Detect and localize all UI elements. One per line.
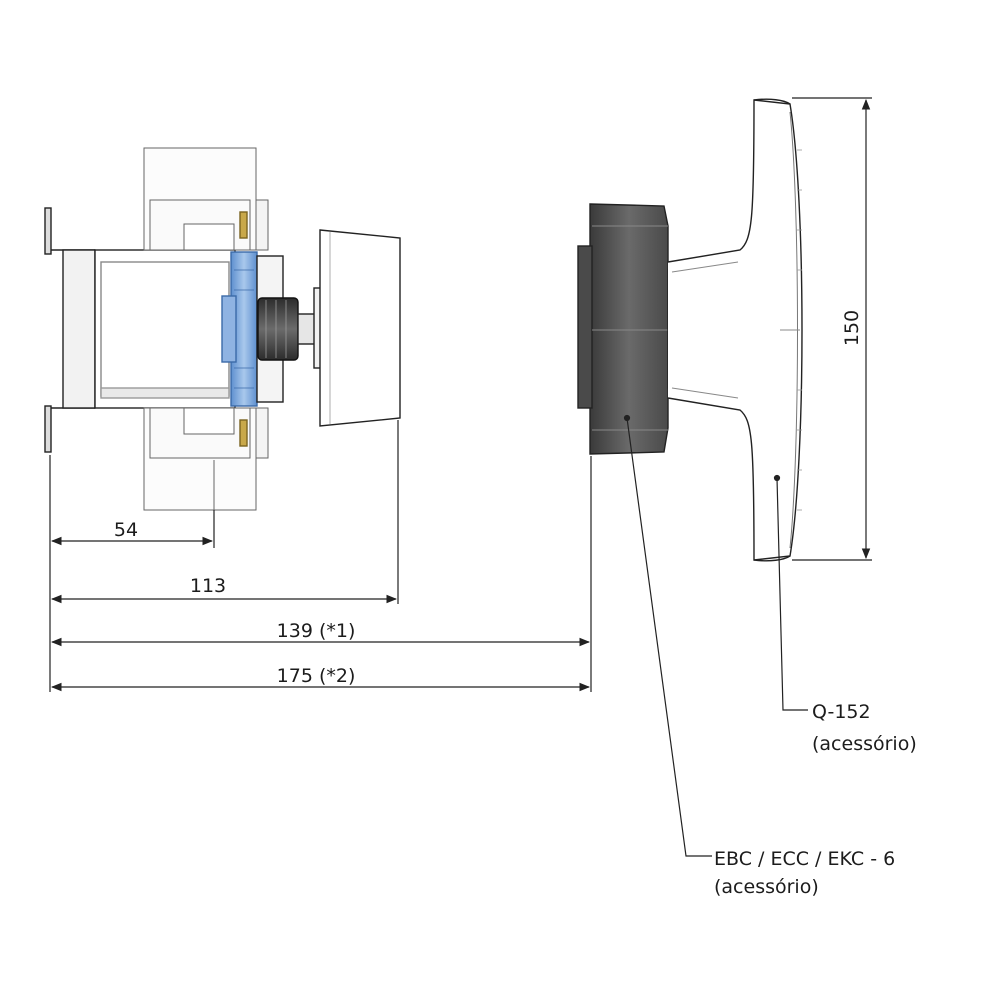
callout-ebc-sub: (acessório) — [714, 876, 819, 898]
callout-q152-title: Q-152 — [812, 701, 871, 723]
lower-contact-block — [143, 407, 269, 511]
upper-contact-block — [143, 147, 269, 251]
dim-label-150: 150 — [841, 310, 863, 346]
terminal-screw-bottom — [239, 419, 248, 447]
handle-accessory-view — [577, 98, 803, 562]
leader-ebc — [626, 417, 712, 857]
dim-label-175: 175 (*2) — [277, 665, 356, 687]
shaft-extension — [297, 313, 317, 345]
rear-housing — [62, 249, 96, 409]
dim-label-139: 139 (*1) — [277, 620, 356, 642]
handle-side-view — [319, 229, 401, 427]
callout-leaders — [623, 414, 808, 857]
leader-q152 — [776, 477, 808, 711]
callout-ebc-title: EBC / ECC / EKC - 6 — [714, 848, 895, 870]
panel-flange-bottom — [44, 405, 52, 453]
q152-handle — [667, 99, 803, 561]
panel-flange-top — [44, 207, 52, 255]
switch-side-view — [44, 147, 401, 511]
dim-label-113: 113 — [190, 575, 226, 597]
dim-label-54: 54 — [114, 519, 138, 541]
shaft-knob — [257, 297, 299, 361]
ebc-accessory-block — [589, 203, 669, 455]
dimension-lines — [49, 97, 872, 692]
terminal-screw-top — [239, 211, 248, 239]
callout-q152-sub: (acessório) — [812, 733, 917, 755]
